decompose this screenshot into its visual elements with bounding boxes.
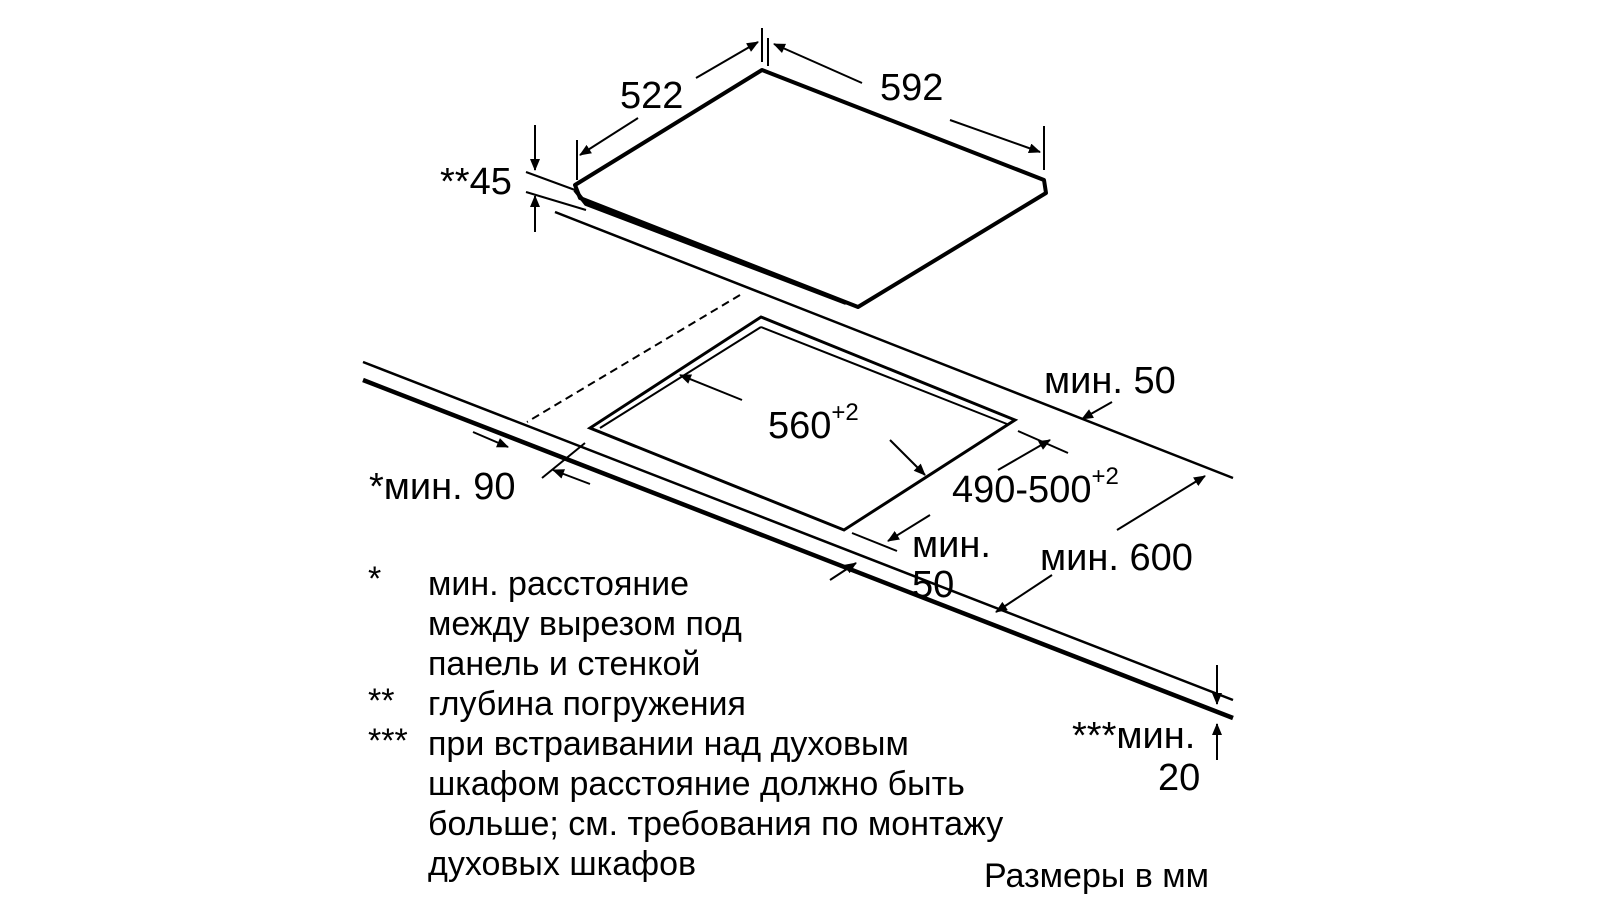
- label-min-oven-line1: ***мин.: [1072, 715, 1195, 757]
- dimension-560: [679, 374, 926, 476]
- units-caption: Размеры в мм: [984, 857, 1209, 895]
- label-490-500-value: 490-500: [952, 469, 1091, 511]
- dimension-immersion-45: [525, 125, 587, 232]
- label-min-back-50: мин. 50: [1044, 360, 1176, 402]
- note-3-line-1: при встраивании над духовым: [428, 725, 909, 763]
- dimension-min-counter-600: [995, 475, 1206, 613]
- note-2-line-1: глубина погружения: [428, 685, 746, 723]
- label-min-counter-600: мин. 600: [1040, 537, 1193, 579]
- label-min-wall-90: *мин. 90: [369, 466, 516, 508]
- label-490-500: 490-500+2: [952, 463, 1119, 511]
- dimension-min-front-50: [829, 562, 857, 581]
- label-560-value: 560: [768, 405, 831, 447]
- note-1-line-3: панель и стенкой: [428, 645, 700, 683]
- note-3-line-2: шкафом расстояние должно быть: [428, 765, 965, 803]
- countertop: [362, 210, 1234, 721]
- dimension-min-wall-90: [472, 431, 591, 485]
- notes-block: * мин. расстояние между вырезом под пане…: [368, 560, 1003, 883]
- note-1-mark: *: [368, 560, 381, 598]
- hob-panel: [573, 68, 1048, 309]
- label-560-tolerance: +2: [831, 399, 858, 426]
- label-min-front-line1: мин.: [912, 524, 991, 566]
- label-min-front-line2: 50: [912, 564, 954, 606]
- label-min-oven-line2: 20: [1158, 757, 1200, 799]
- label-immersion-45: **45: [440, 161, 512, 203]
- note-2-mark: **: [368, 682, 394, 720]
- note-1-line-1: мин. расстояние: [428, 565, 689, 603]
- label-490-500-tolerance: +2: [1091, 463, 1118, 490]
- dimension-592: [767, 38, 1045, 170]
- label-560: 560+2: [768, 399, 859, 447]
- note-1-line-2: между вырезом под: [428, 605, 742, 643]
- label-522: 522: [620, 75, 683, 117]
- dimension-490-500: [851, 430, 1069, 552]
- dimension-min-back-50: [1081, 401, 1113, 420]
- note-3-line-4: духовых шкафов: [428, 845, 696, 883]
- note-3-line-3: больше; см. требования по монтажу: [428, 805, 1003, 843]
- dimension-522: [576, 28, 763, 180]
- label-592: 592: [880, 67, 943, 109]
- note-3-mark: ***: [368, 722, 408, 760]
